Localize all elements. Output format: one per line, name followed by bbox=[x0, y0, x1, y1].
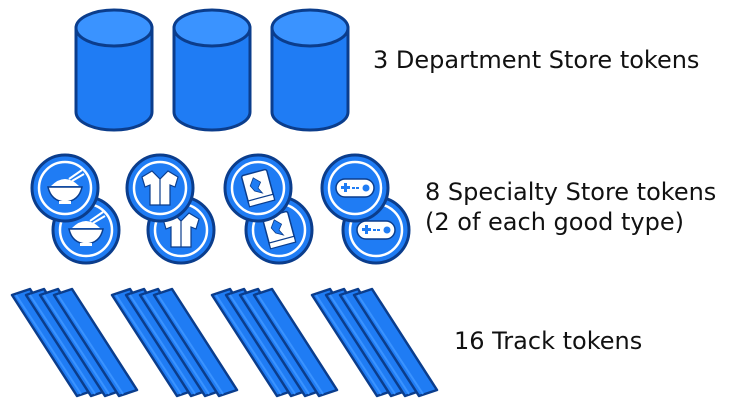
department-store-token bbox=[270, 8, 350, 132]
rice-bowl-icon bbox=[68, 211, 106, 246]
department-store-tokens bbox=[74, 8, 350, 132]
track-caption-line: 16 Track tokens bbox=[454, 327, 643, 355]
specialty-store-token bbox=[223, 153, 293, 223]
department-store-caption-line: 3 Department Store tokens bbox=[373, 46, 700, 74]
specialty-store-token bbox=[125, 153, 195, 223]
track-token bbox=[352, 287, 439, 398]
department-store-caption: 3 Department Store tokens bbox=[373, 45, 699, 75]
shirt-icon bbox=[162, 212, 200, 248]
specialty-store-tokens bbox=[30, 153, 411, 265]
track-tokens bbox=[10, 287, 439, 398]
book-icon bbox=[241, 168, 276, 208]
shirt-icon bbox=[141, 170, 179, 206]
gamepad-icon bbox=[356, 220, 396, 240]
specialty-store-token bbox=[30, 153, 100, 223]
rice-bowl-icon bbox=[47, 169, 85, 204]
specialty-store-caption: 8 Specialty Store tokens (2 of each good… bbox=[425, 177, 716, 237]
specialty-store-token bbox=[320, 153, 390, 223]
track-token bbox=[252, 287, 339, 398]
track-token bbox=[52, 287, 139, 398]
department-store-token bbox=[74, 8, 154, 132]
specialty-store-caption-line-2: (2 of each good type) bbox=[425, 208, 684, 236]
track-caption: 16 Track tokens bbox=[454, 326, 642, 356]
book-icon bbox=[262, 210, 297, 250]
track-token bbox=[152, 287, 239, 398]
department-store-token bbox=[172, 8, 252, 132]
specialty-store-caption-line-1: 8 Specialty Store tokens bbox=[425, 178, 717, 206]
gamepad-icon bbox=[335, 178, 375, 198]
